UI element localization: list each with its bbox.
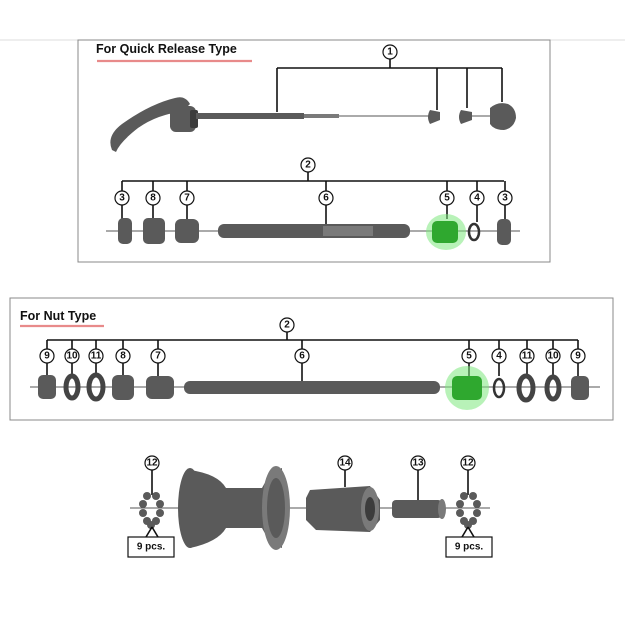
qr-axle bbox=[218, 224, 410, 238]
svg-text:12: 12 bbox=[146, 458, 158, 469]
svg-text:7: 7 bbox=[184, 193, 190, 204]
spacer-tube bbox=[392, 500, 442, 518]
nut-type-panel: For Nut Type 2 9 10 11 8 7 6 5 4 11 10 9 bbox=[9, 297, 614, 421]
qr-cone-spacer bbox=[143, 218, 165, 244]
nut-callout-circle bbox=[115, 348, 131, 364]
svg-text:5: 5 bbox=[444, 193, 450, 204]
nut-nut-left bbox=[86, 372, 106, 402]
qr-cone-left bbox=[175, 219, 199, 243]
qr-lock-nut-left bbox=[118, 218, 132, 244]
balls-left-qty: 9 pcs. bbox=[137, 542, 166, 553]
nut-type-title: For Nut Type bbox=[20, 309, 96, 323]
nut-callout-circle bbox=[64, 348, 80, 364]
nut-cone-left bbox=[146, 376, 174, 399]
nut-callout-number: 5 bbox=[466, 351, 472, 362]
nut-lock-nut-left bbox=[38, 375, 56, 399]
svg-text:2: 2 bbox=[305, 160, 311, 171]
nut-sub-callouts: 9 10 11 8 7 6 5 4 11 10 9 bbox=[39, 340, 586, 382]
qr-cone-right-highlighted bbox=[432, 221, 458, 243]
nut-callout-circle bbox=[570, 348, 586, 364]
svg-text:3: 3 bbox=[502, 193, 508, 204]
nut-callout-number: 9 bbox=[575, 351, 581, 362]
nut-callout-circle bbox=[39, 348, 55, 364]
hub-shell bbox=[178, 466, 290, 550]
svg-text:6: 6 bbox=[323, 193, 329, 204]
svg-text:2: 2 bbox=[284, 320, 290, 331]
nut-callout-circle bbox=[150, 348, 166, 364]
qr-lock-nut-right bbox=[497, 219, 511, 245]
nut-callout-circle bbox=[461, 348, 477, 364]
spring-2 bbox=[459, 110, 472, 124]
nut-callout-number: 9 bbox=[44, 351, 50, 362]
nut-callout-circle bbox=[519, 348, 535, 364]
callout-skewer-set: 1 bbox=[276, 44, 503, 112]
skewer-nut bbox=[490, 103, 516, 130]
svg-text:13: 13 bbox=[412, 458, 424, 469]
nut-callout-number: 10 bbox=[66, 351, 78, 362]
nut-washer-left bbox=[63, 373, 81, 401]
nut-callout-number: 6 bbox=[299, 351, 305, 362]
qr-washer bbox=[467, 222, 481, 242]
callout-axle-set-nut bbox=[279, 317, 295, 333]
skewer-lever bbox=[110, 97, 430, 152]
nut-callout-number: 11 bbox=[91, 351, 102, 362]
qr-sub-callouts: 3 8 7 6 5 4 3 bbox=[114, 181, 513, 225]
nut-lock-nut-right bbox=[571, 376, 589, 400]
quick-release-panel: For Quick Release Type 1 bbox=[77, 39, 551, 263]
quick-release-title: For Quick Release Type bbox=[96, 42, 237, 56]
svg-text:8: 8 bbox=[150, 193, 156, 204]
balls-right-qty: 9 pcs. bbox=[455, 542, 484, 553]
nut-callout-circle bbox=[294, 348, 310, 364]
nut-nut-right bbox=[516, 373, 536, 403]
callout-axle-set-qr: 2 bbox=[122, 157, 504, 182]
nut-callout-number: 10 bbox=[547, 351, 559, 362]
nut-callout-number: 8 bbox=[120, 351, 126, 362]
nut-washer-right bbox=[492, 377, 506, 399]
nut-axle bbox=[184, 381, 440, 394]
ball-bearings-right bbox=[456, 492, 481, 529]
nut-callout-circle bbox=[545, 348, 561, 364]
nut-callout-number: 11 bbox=[522, 351, 533, 362]
svg-text:3: 3 bbox=[119, 193, 125, 204]
ball-bearings-left bbox=[139, 492, 164, 529]
hub-body-section: 12 9 pcs. 14 13 bbox=[127, 455, 493, 558]
nut-cone-right-highlighted bbox=[452, 376, 482, 400]
nut-callout-circle bbox=[491, 348, 507, 364]
nut-callout-circle bbox=[88, 348, 104, 364]
spring-1 bbox=[428, 110, 440, 124]
svg-text:12: 12 bbox=[462, 458, 474, 469]
nut-cone-spacer bbox=[112, 375, 134, 400]
nut-washer-right-2 bbox=[544, 374, 562, 402]
nut-callout-number: 4 bbox=[496, 351, 502, 362]
svg-text:14: 14 bbox=[339, 458, 351, 469]
svg-text:1: 1 bbox=[387, 47, 393, 58]
nut-callout-number: 7 bbox=[155, 351, 161, 362]
svg-text:4: 4 bbox=[474, 193, 480, 204]
freehub-body bbox=[306, 486, 380, 532]
